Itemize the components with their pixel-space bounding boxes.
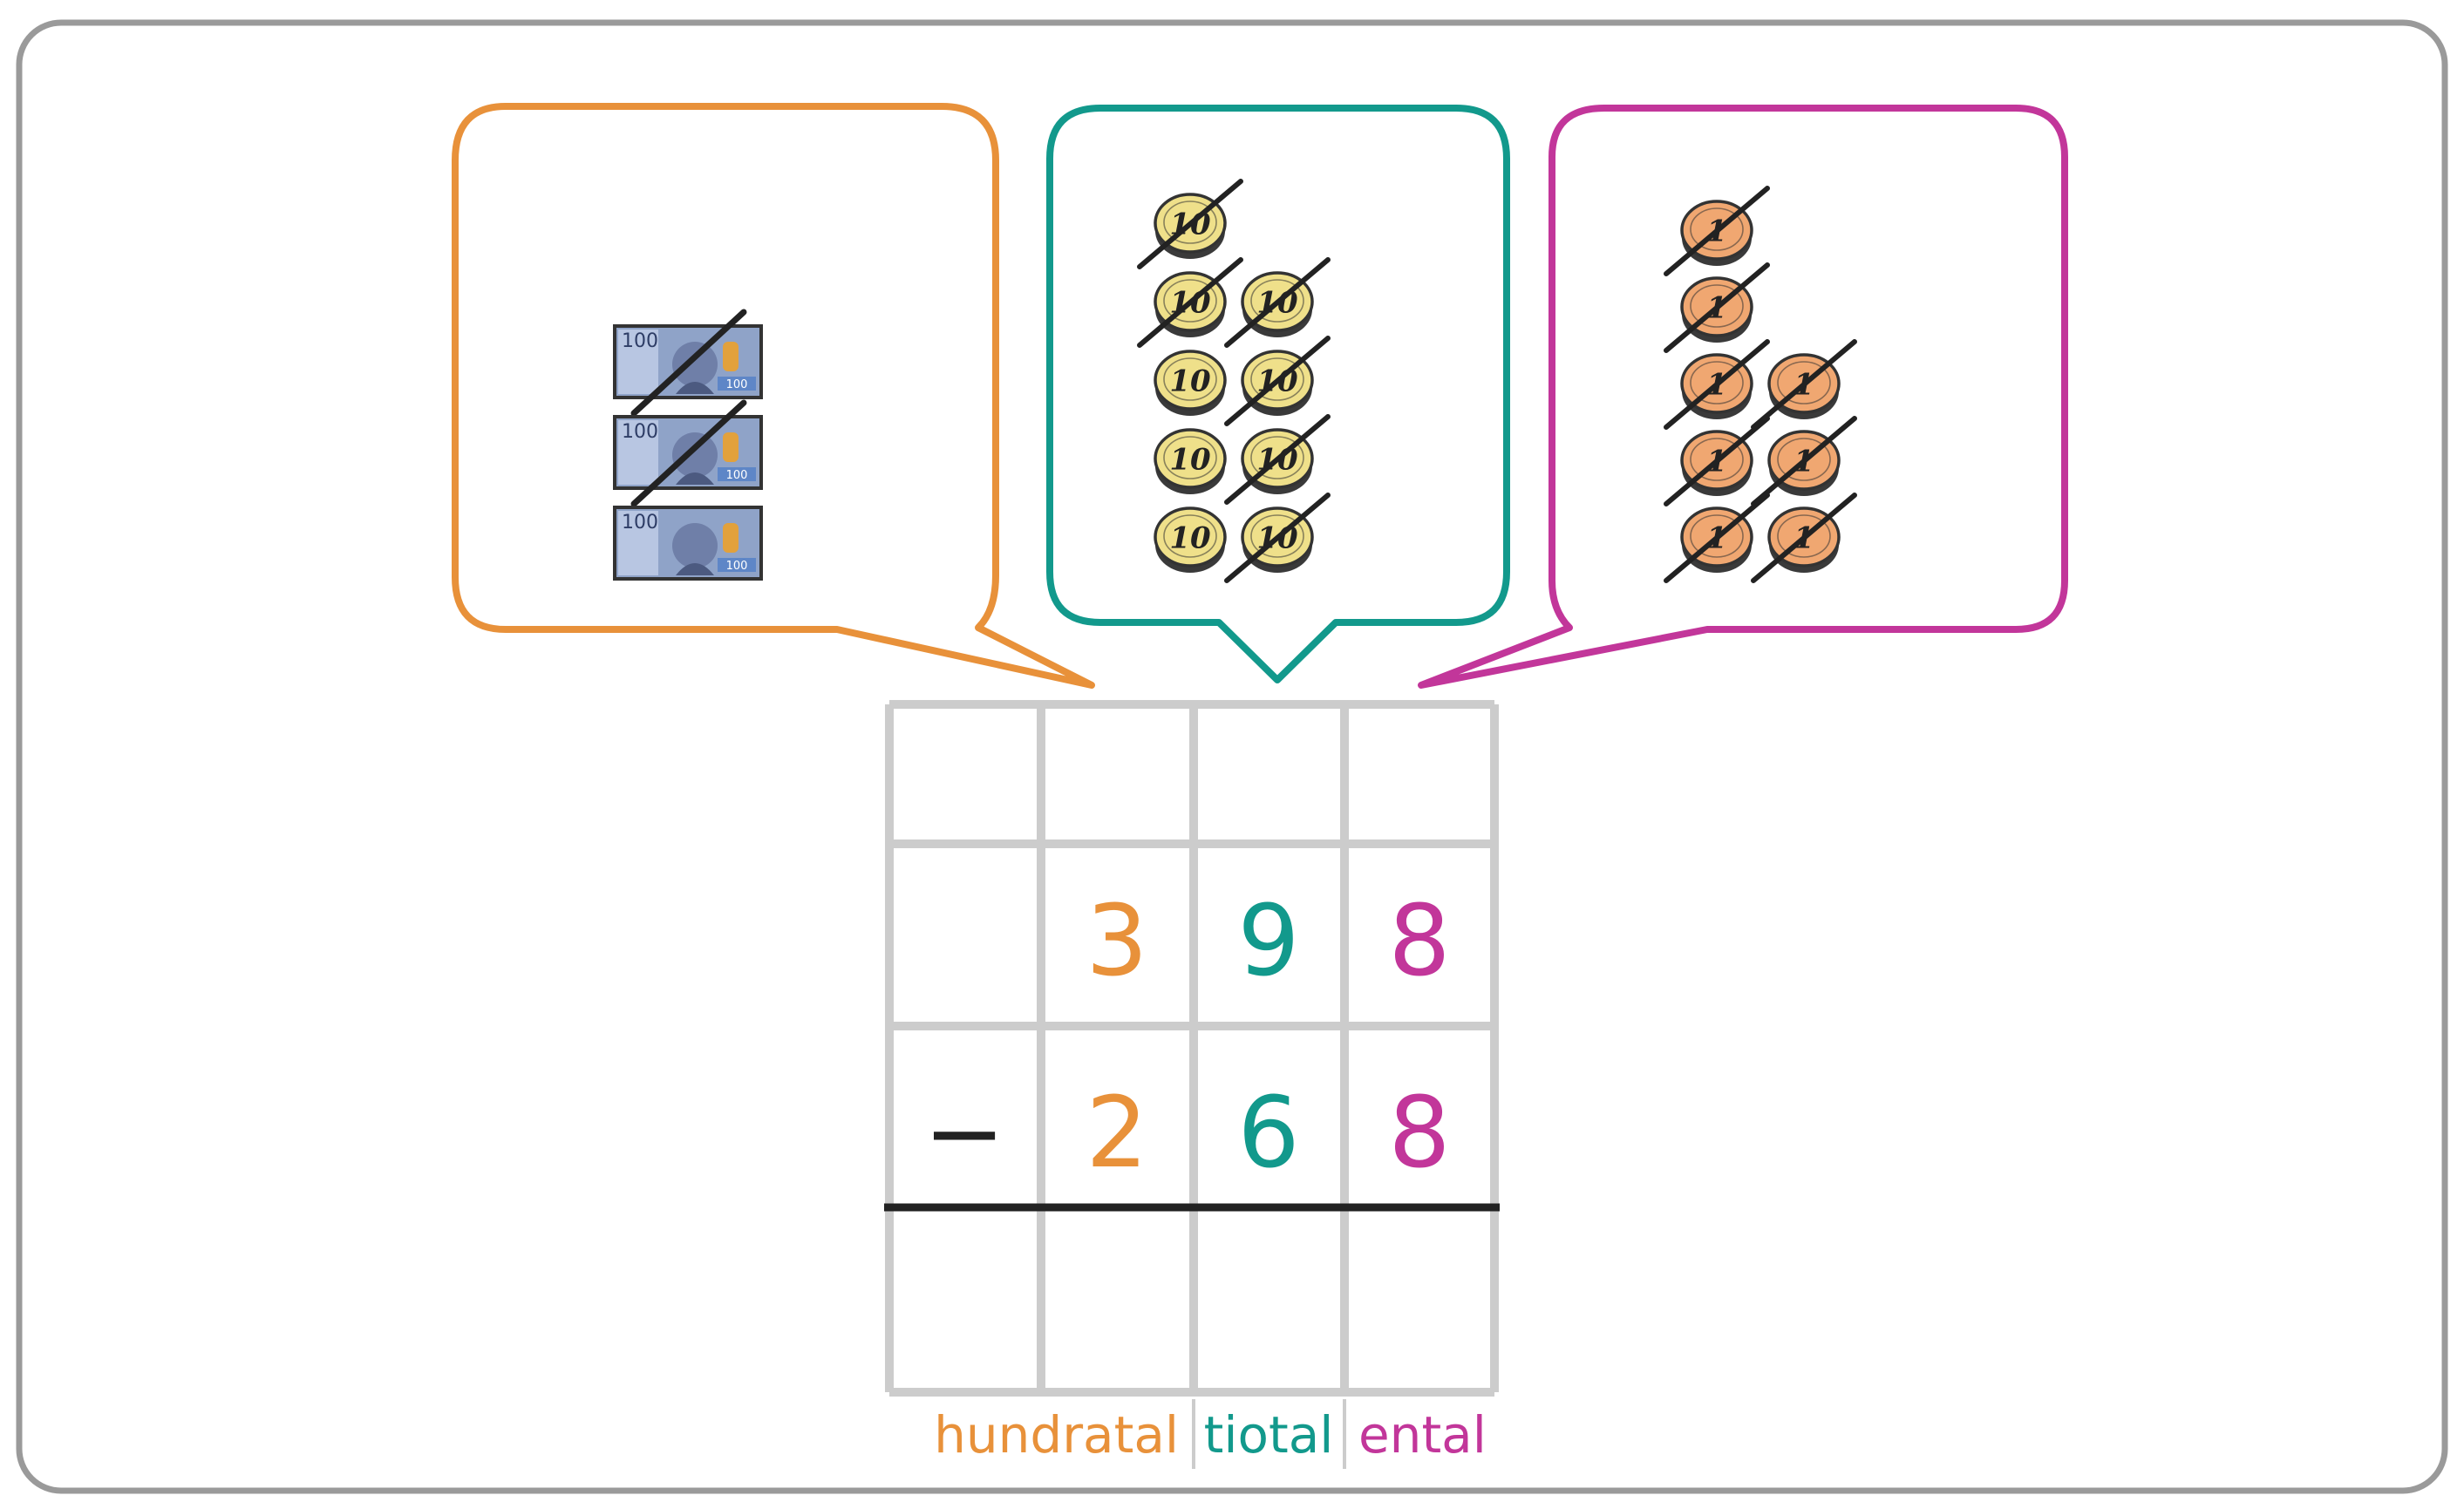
strike-line [1224,257,1331,348]
strike-line [1137,257,1243,348]
crossed-one-coin: 1 [1664,186,1770,276]
strike-line [1664,262,1770,353]
strike-line [1137,179,1243,269]
tens-place-label: tiotal [1204,1405,1334,1465]
strike-line [1664,339,1770,430]
minuend-ones-digit: 8 [1388,885,1450,998]
coin-value-label: 10 [1169,520,1211,555]
ten-coin: 10 [1154,428,1227,494]
strike-line [1224,336,1331,426]
crossed-one-coin: 1 [1664,493,1770,583]
crossed-one-coin: 1 [1751,339,1857,430]
crossed-ten-coin: 10 [1137,179,1243,269]
crossed-ten-coin: 10 [1224,414,1331,505]
crossed-ten-coin: 10 [1224,336,1331,426]
strike-line [1664,416,1770,506]
crossed-one-coin: 1 [1751,493,1857,583]
crossed-ten-coin: 10 [1224,493,1331,583]
minuend-hundreds-digit: 3 [1086,885,1147,998]
strike-line [1224,414,1331,505]
hundreds-notes: 100 100 100 100 100 100 [613,309,763,581]
ones-place-label: ental [1358,1405,1487,1465]
hundred-note: 100 100 [613,506,763,581]
ten-coin: 10 [1154,350,1227,416]
note-value-label: 100 [726,469,748,482]
place-value-grid [885,700,1499,1397]
note-value-label: 100 [726,378,748,391]
strike-line [630,309,747,417]
ones-coins: 11111111 [1664,186,1857,583]
note-value-label: 100 [622,330,658,352]
subtrahend-ones-digit: 8 [1388,1077,1450,1190]
crossed-hundred-note: 100 100 [613,399,763,507]
note-value-label: 100 [622,421,658,443]
strike-line [630,399,747,507]
hundreds-place-label: hundratal [934,1405,1179,1465]
tens-coins: 101010101010101010 [1137,179,1331,583]
minus-sign: − [923,1077,1005,1190]
strike-line [1224,493,1331,583]
crossed-one-coin: 1 [1664,416,1770,506]
crossed-one-coin: 1 [1664,339,1770,430]
crossed-one-coin: 1 [1751,416,1857,506]
ten-coin: 10 [1154,506,1227,573]
strike-line [1664,186,1770,276]
crossed-ten-coin: 10 [1224,257,1331,348]
minuend-tens-digit: 9 [1237,885,1299,998]
crossed-one-coin: 1 [1664,262,1770,353]
strike-line [1664,493,1770,583]
strike-line [1751,493,1857,583]
crossed-ten-coin: 10 [1137,257,1243,348]
subtrahend-tens-digit: 6 [1237,1077,1299,1190]
coin-value-label: 10 [1169,442,1211,477]
crossed-hundred-note: 100 100 [613,309,763,417]
strike-line [1751,416,1857,506]
note-value-label: 100 [622,512,658,534]
hundreds-speech-bubble [452,103,1095,689]
coin-value-label: 10 [1169,364,1211,398]
strike-line [1751,339,1857,430]
note-value-label: 100 [726,560,748,573]
subtrahend-hundreds-digit: 2 [1086,1077,1147,1190]
